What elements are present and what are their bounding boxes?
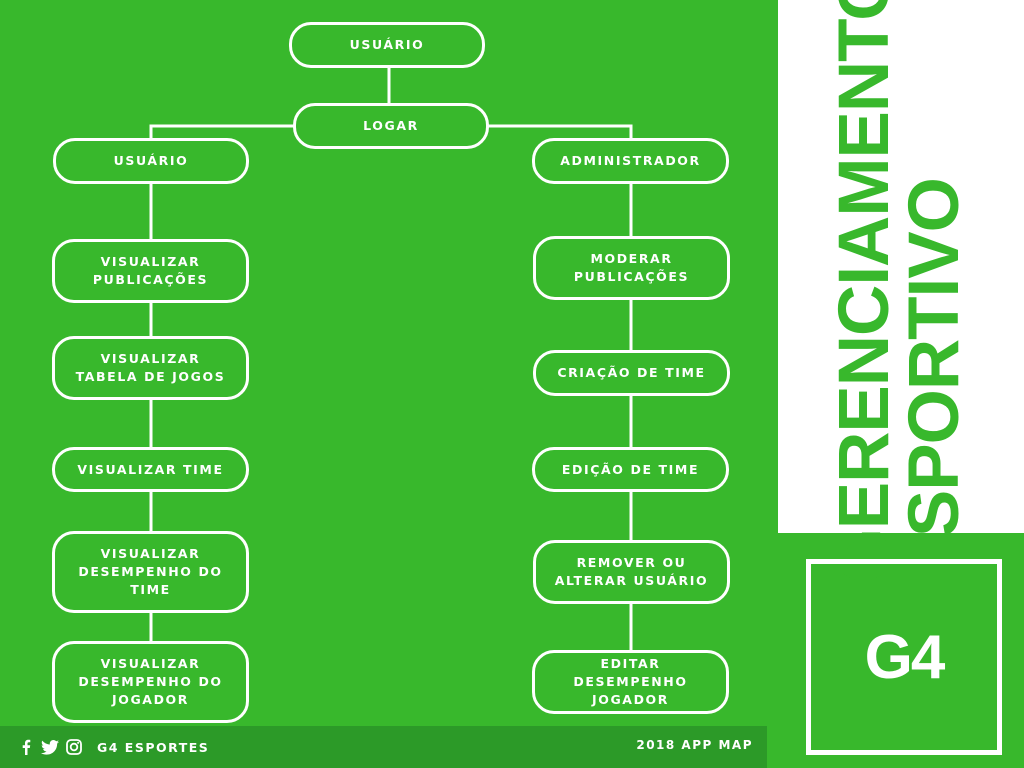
facebook-icon[interactable] (20, 738, 32, 756)
footer-bar (0, 726, 767, 768)
logo-box: G4 (806, 559, 1002, 755)
view-player-performance-node: VISUALIZAR DESEMPENHO DO JOGADOR (52, 641, 249, 723)
page-title: GERENCIAMENTO ESPORTIVO (825, 0, 974, 584)
view-team-node: VISUALIZAR TIME (52, 447, 249, 492)
view-publications-node: VISUALIZAR PUBLICAÇÕES (52, 239, 249, 303)
title-container: GERENCIAMENTO ESPORTIVO (800, 0, 1000, 583)
user-branch-node: USUÁRIO (53, 138, 249, 184)
create-team-node: CRIAÇÃO DE TIME (533, 350, 730, 396)
moderate-publications-node: MODERAR PUBLICAÇÕES (533, 236, 730, 300)
view-games-table-node: VISUALIZAR TABELA DE JOGOS (52, 336, 249, 400)
instagram-icon[interactable] (65, 738, 83, 756)
title-line-1: GERENCIAMENTO (825, 0, 904, 584)
title-line-2: ESPORTIVO (895, 178, 974, 584)
root-user-node: USUÁRIO (289, 22, 485, 68)
admin-branch-node: ADMINISTRADOR (532, 138, 729, 184)
footer-app-map-label: 2018 APP MAP (636, 738, 753, 752)
footer-brand: G4 ESPORTES (97, 740, 210, 755)
view-team-performance-node: VISUALIZAR DESEMPENHO DO TIME (52, 531, 249, 613)
title-panel (778, 0, 1024, 533)
logo: G4 (864, 622, 946, 692)
login-node: LOGAR (293, 103, 489, 149)
edit-player-performance-node: EDITAR DESEMPENHO JOGADOR (532, 650, 729, 714)
edit-team-node: EDIÇÃO DE TIME (532, 447, 729, 492)
remove-alter-user-node: REMOVER OU ALTERAR USUÁRIO (533, 540, 730, 604)
twitter-icon[interactable] (40, 738, 59, 756)
